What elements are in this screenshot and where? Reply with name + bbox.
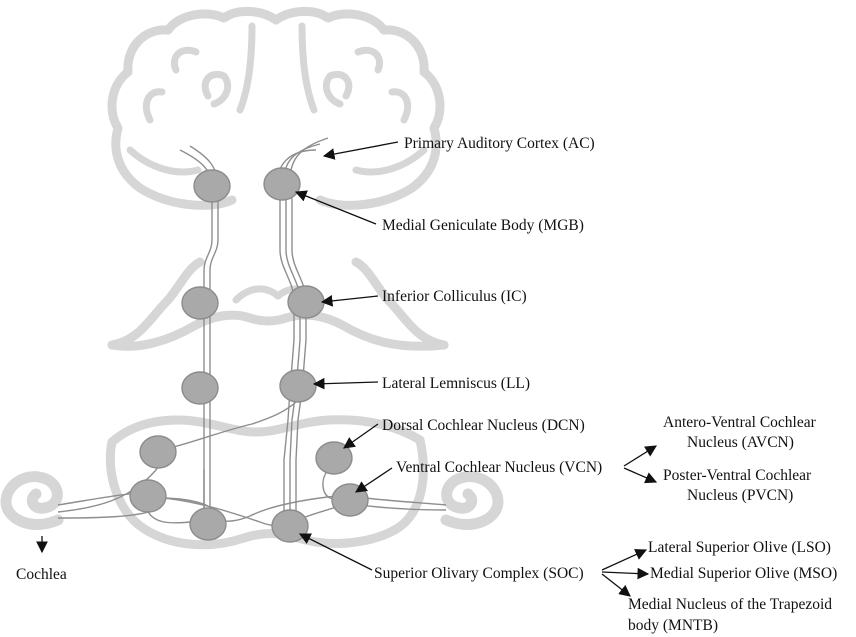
label-pvcn-line1: Poster-Ventral Cochlear bbox=[663, 467, 812, 484]
brain-cortex-outline bbox=[107, 7, 445, 210]
nucleus-mgb-left bbox=[193, 169, 231, 203]
pointer-avcn bbox=[623, 445, 657, 467]
pointer-lso bbox=[601, 549, 648, 571]
nucleus-ll-left bbox=[181, 371, 219, 405]
nucleus-ic-left bbox=[181, 286, 219, 320]
right-cochlea bbox=[440, 471, 504, 530]
nucleus-dcn-left bbox=[139, 435, 177, 469]
label-ac: Primary Auditory Cortex (AC) bbox=[404, 135, 595, 152]
pointer-ic bbox=[320, 295, 379, 307]
nuclei bbox=[129, 167, 369, 543]
label-ic: Inferior Colliculus (IC) bbox=[382, 288, 527, 305]
nucleus-vcn-right bbox=[331, 483, 369, 517]
pointer-pvcn bbox=[623, 467, 658, 484]
brainstem-midbrain-outline bbox=[107, 257, 449, 351]
pointer-mntb bbox=[601, 573, 631, 597]
labels: Primary Auditory Cortex (AC) Medial Geni… bbox=[16, 135, 837, 634]
nucleus-dcn-right bbox=[315, 441, 353, 475]
nucleus-ic-right bbox=[287, 285, 325, 319]
label-lso: Lateral Superior Olive (LSO) bbox=[648, 539, 831, 556]
pointer-vcn bbox=[355, 467, 393, 493]
left-cochlea bbox=[0, 471, 64, 530]
label-soc: Superior Olivary Complex (SOC) bbox=[374, 565, 584, 582]
pointer-mso bbox=[601, 567, 650, 580]
pointer-mgb bbox=[294, 190, 377, 225]
label-ll: Lateral Lemniscus (LL) bbox=[382, 375, 530, 392]
label-mntb-line2: body (MNTB) bbox=[628, 617, 718, 634]
label-dcn: Dorsal Cochlear Nucleus (DCN) bbox=[382, 417, 585, 434]
pointer-ac bbox=[322, 141, 399, 160]
brainstem-medulla-outline bbox=[105, 415, 428, 550]
nucleus-soc-right bbox=[271, 509, 309, 543]
label-pvcn-line2: Nucleus (PVCN) bbox=[687, 487, 793, 504]
label-avcn-line2: Nucleus (AVCN) bbox=[687, 434, 794, 451]
label-mso: Medial Superior Olive (MSO) bbox=[650, 565, 837, 582]
nucleus-vcn-left bbox=[129, 479, 167, 513]
label-pointers bbox=[36, 141, 658, 597]
pointer-soc bbox=[298, 533, 373, 571]
label-vcn: Ventral Cochlear Nucleus (VCN) bbox=[396, 459, 602, 476]
label-cochlea: Cochlea bbox=[16, 566, 67, 583]
label-avcn-line1: Antero-Ventral Cochlear bbox=[663, 414, 817, 431]
label-mgb: Medial Geniculate Body (MGB) bbox=[382, 217, 584, 234]
pointer-ll bbox=[312, 377, 379, 390]
nucleus-mgb-right bbox=[263, 167, 301, 201]
pointer-dcn bbox=[343, 423, 379, 449]
label-mntb-line1: Medial Nucleus of the Trapezoid bbox=[628, 596, 832, 613]
nucleus-soc-left bbox=[189, 507, 227, 541]
nucleus-ll-right bbox=[279, 369, 317, 403]
